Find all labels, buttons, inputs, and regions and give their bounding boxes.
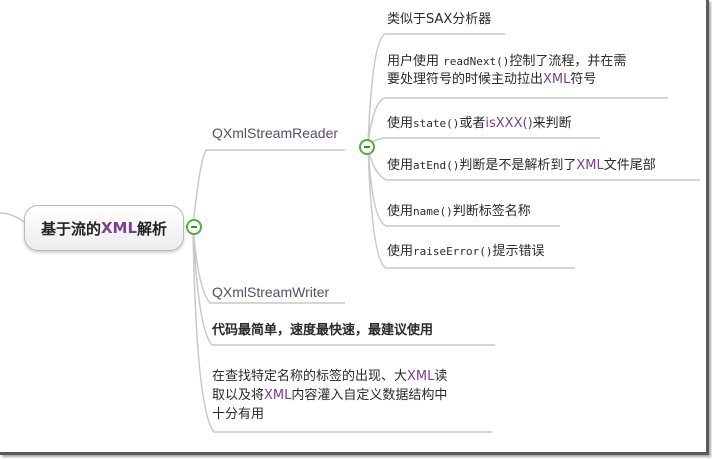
reader-child-atend[interactable]: 使用atEnd()判断是不是解析到了XML文件尾部	[387, 157, 656, 175]
reader-child-readnext[interactable]: 用户使用 readNext()控制了流程，并在需 要处理符号的时候主动拉出XML…	[387, 53, 626, 89]
usage-line1-prefix: 在查找特定名称的标签的出现、大	[212, 369, 408, 384]
name-prefix: 使用	[387, 204, 414, 219]
raiseerror-prefix: 使用	[387, 244, 414, 259]
topic-qxmlstreamreader[interactable]: QXmlStreamReader	[212, 125, 339, 141]
readnext-line2-xml: XML	[543, 72, 571, 87]
readnext-line2-prefix: 要处理符号的时候主动拉出	[387, 72, 544, 87]
atend-accent: XML	[576, 158, 604, 173]
reader-child-sax[interactable]: 类似于SAX分析器	[387, 11, 491, 29]
reader-child-name[interactable]: 使用name()判断标签名称	[387, 203, 531, 221]
atend-code: atEnd()	[413, 159, 460, 172]
root-collapse-toggle-icon[interactable]	[186, 219, 202, 235]
root-label-xml: XML	[100, 219, 138, 237]
state-suffix: 来判断	[532, 116, 572, 131]
reader-collapse-toggle-icon[interactable]	[359, 139, 375, 155]
atend-middle: 判断是不是解析到了	[459, 158, 577, 173]
usage-line1-suffix: 读	[434, 369, 448, 384]
state-prefix: 使用	[387, 116, 414, 131]
topic-qxmlstreamwriter[interactable]: QXmlStreamWriter	[212, 284, 330, 300]
reader-child-sax-text: 类似于SAX分析器	[387, 12, 492, 27]
root-label-prefix: 基于流的	[40, 219, 101, 238]
raiseerror-suffix: 提示错误	[492, 244, 545, 259]
readnext-code: readNext()	[443, 55, 510, 68]
readnext-line2-suffix: 符号	[570, 72, 597, 87]
raiseerror-code: raiseError()	[413, 245, 493, 258]
atend-prefix: 使用	[387, 158, 414, 173]
usage-line3: 十分有用	[212, 407, 265, 422]
note-usage[interactable]: 在查找特定名称的标签的出现、大XML读 取以及将XML内容灌入自定义数据结构中 …	[212, 367, 447, 424]
state-code: state()	[413, 117, 460, 130]
state-middle: 或者	[459, 116, 486, 131]
readnext-line1-suffix: 控制了流程，并在需	[509, 54, 627, 69]
usage-line2-xml: XML	[264, 388, 292, 403]
name-code: name()	[413, 205, 453, 218]
root-label-suffix: 解析	[137, 219, 168, 238]
usage-line1-xml: XML	[407, 369, 435, 384]
state-accent: isXXX()	[485, 116, 533, 131]
reader-child-state[interactable]: 使用state()或者isXXX()来判断	[387, 115, 572, 133]
reader-child-raiseerror[interactable]: 使用raiseError()提示错误	[387, 243, 545, 261]
readnext-line1-prefix: 用户使用	[387, 54, 444, 69]
name-suffix: 判断标签名称	[452, 204, 531, 219]
usage-line2-prefix: 取以及将	[212, 388, 265, 403]
note-recommendation[interactable]: 代码最简单，速度最快速，最建议使用	[212, 323, 434, 338]
usage-line2-suffix: 内容灌入自定义数据结构中	[291, 388, 448, 403]
atend-suffix: 文件尾部	[603, 158, 656, 173]
